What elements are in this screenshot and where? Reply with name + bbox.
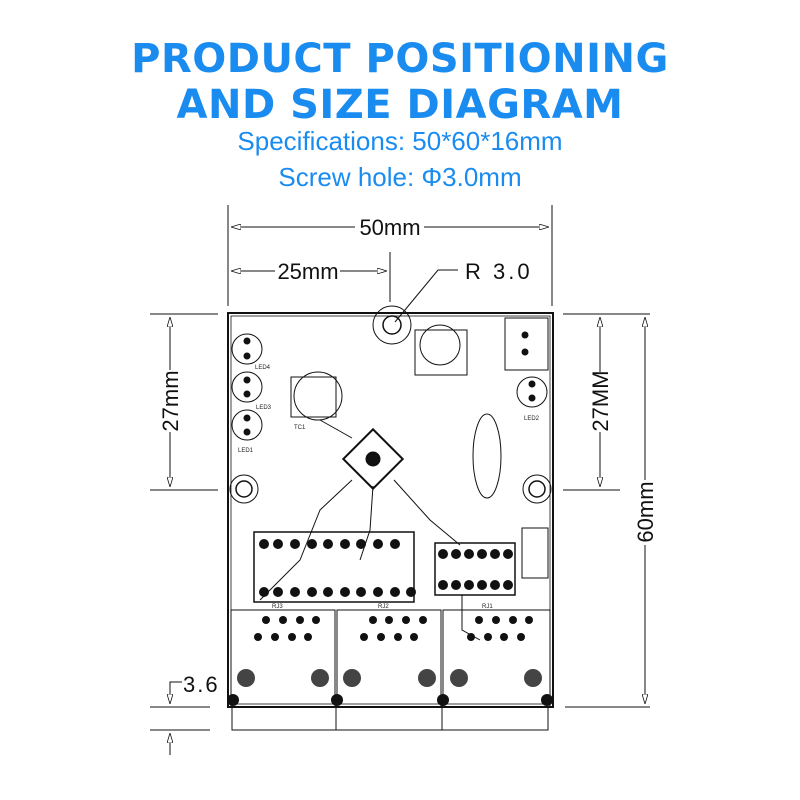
height-left-label: 27mm: [158, 370, 183, 431]
pcb-pads: [227, 331, 553, 706]
led1-label: LED1: [238, 448, 254, 454]
tc1-label: TC1: [294, 425, 306, 431]
rj3-label: RJ3: [272, 604, 283, 610]
specifications-text: Specifications: 50*60*16mm: [237, 126, 563, 156]
width-total-label: 50mm: [359, 215, 420, 240]
height-right-label: 27MM: [588, 370, 613, 431]
height-total-label: 60mm: [633, 481, 658, 542]
radius-label: R 3.0: [465, 259, 533, 284]
rj1-label: RJ1: [482, 604, 493, 610]
offset-label: 3.6: [183, 672, 220, 697]
rj2-label: RJ2: [378, 604, 389, 610]
screw-hole-text: Screw hole: Φ3.0mm: [278, 162, 522, 192]
led3-label: LED3: [256, 405, 272, 411]
mounting-hole: [372, 305, 412, 345]
width-half-label: 25mm: [277, 259, 338, 284]
title-line-1: PRODUCT POSITIONING: [131, 36, 669, 82]
led2-label: LED2: [524, 416, 540, 422]
dimension-lines: [150, 205, 650, 755]
pcb-board: [227, 305, 554, 731]
led-group: [231, 333, 548, 441]
led4-label: LED4: [255, 365, 271, 371]
title-line-2: AND SIZE DIAGRAM: [176, 82, 624, 128]
